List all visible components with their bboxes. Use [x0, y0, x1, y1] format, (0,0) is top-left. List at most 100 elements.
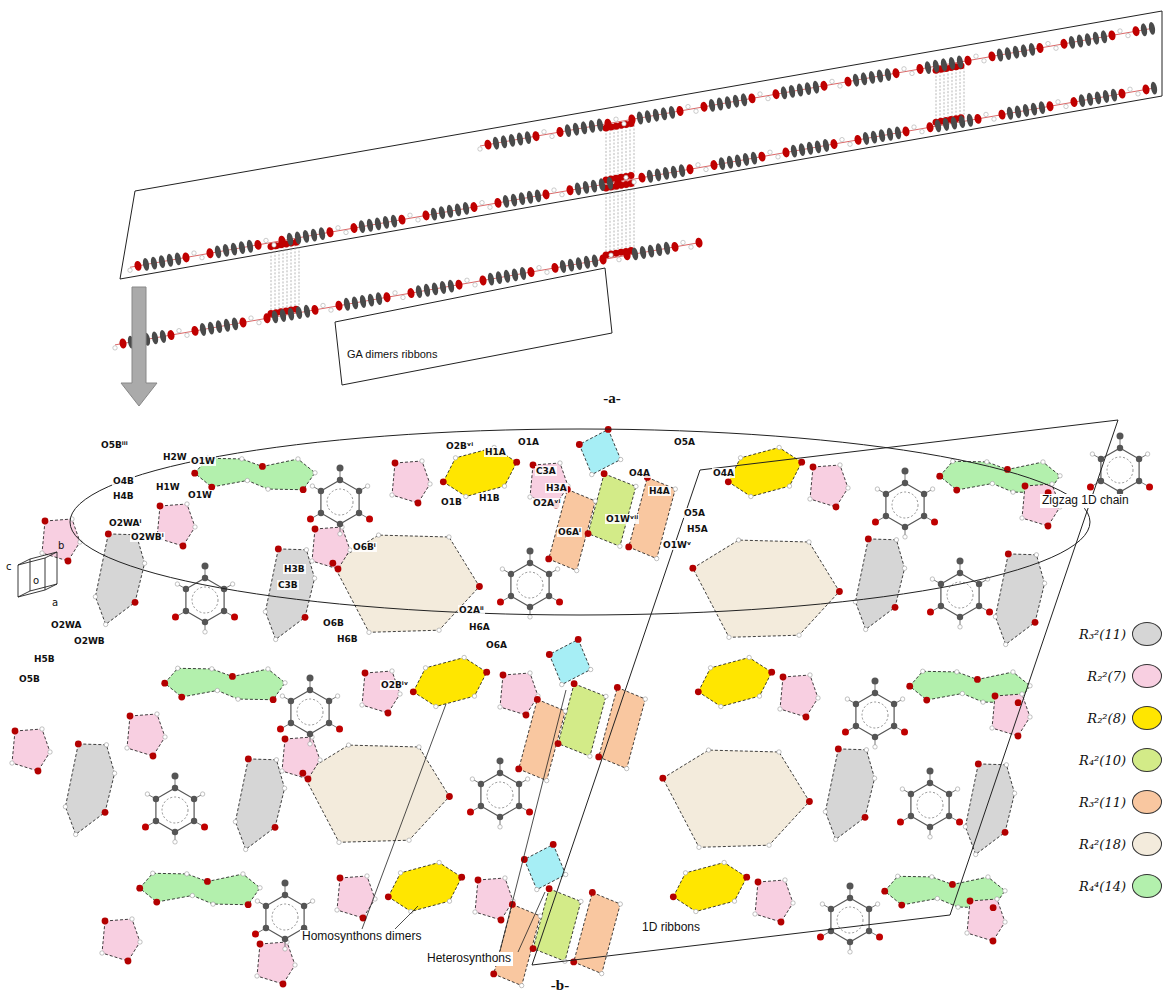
oxygen-atom — [556, 599, 563, 606]
carbon-atom — [646, 169, 654, 183]
hydrogen-bond-network — [10, 420, 1153, 988]
hydrogen-atom — [614, 117, 618, 121]
oxygen-atom — [1005, 551, 1012, 558]
carbon-atom — [596, 118, 604, 132]
hydrogen-atom — [956, 905, 960, 909]
hydrogen-atom — [335, 694, 339, 698]
carbon-atom — [183, 608, 189, 614]
aromatic-circle — [297, 699, 323, 725]
hydrogen-atom — [155, 712, 159, 716]
carbon-atom — [302, 230, 310, 244]
hydrogen-atom — [808, 673, 812, 677]
carbon-atom — [497, 814, 503, 820]
carbon-atom — [527, 560, 533, 566]
carbon-atom — [294, 231, 302, 245]
carbon-atom — [806, 141, 814, 155]
heterosynthon-ring — [519, 699, 566, 780]
ring-motif-pink — [312, 527, 350, 569]
carbon-atom — [546, 593, 552, 599]
hydrogen-bond — [618, 188, 619, 251]
atom-label: O2Aⁱⁱ — [458, 605, 485, 615]
oxygen-atom — [178, 694, 185, 701]
oxygen-atom — [490, 971, 497, 978]
hydrogen-atom — [1136, 92, 1140, 96]
carbon-atom — [591, 254, 599, 268]
oxygen-atom — [835, 746, 842, 753]
hydrogen-atom — [778, 707, 782, 711]
carbon-atom — [588, 119, 596, 133]
carbon-atom — [508, 133, 516, 147]
oxygen-atom — [898, 902, 905, 909]
carbon-atom — [303, 304, 311, 318]
atom-label: O2WAⁱ — [108, 518, 142, 528]
hydrogen-atom — [535, 887, 539, 891]
hydrogen-atom — [138, 940, 142, 944]
oxygen-atom — [398, 214, 407, 225]
hydrogen-atom — [955, 670, 959, 674]
oxygen-atom — [180, 543, 187, 550]
hydrogen-atom — [338, 532, 342, 536]
atom-label: O1A — [517, 437, 540, 447]
carboxyl-carbon — [307, 674, 314, 681]
hydrogen-atom — [985, 460, 989, 464]
carboxyl-carbon — [847, 882, 854, 889]
ring-motif-pink — [362, 671, 400, 713]
hydrogen-atom — [335, 908, 339, 912]
carbon-atom — [883, 491, 889, 497]
oxygen-atom — [820, 80, 829, 91]
oxygen-atom — [916, 63, 925, 74]
oxygen-atom — [329, 560, 336, 567]
oxygen-atom — [566, 185, 575, 196]
carbon-atom — [159, 330, 167, 344]
carbon-atom — [222, 244, 230, 258]
carbon-atom — [708, 98, 716, 112]
oxygen-atom — [743, 874, 750, 881]
oxygen-atom — [455, 279, 464, 290]
hydrogen-atom — [808, 497, 812, 501]
oxygen-atom — [798, 459, 805, 466]
oxygen-atom — [892, 68, 901, 79]
carbon-atom — [508, 571, 514, 577]
carbon-atom — [726, 155, 734, 169]
aromatic-circle — [272, 904, 298, 930]
carbon-atom — [908, 791, 914, 797]
hydrogen-atom — [125, 746, 129, 750]
hydrogen-atom — [185, 502, 189, 506]
carbon-atom — [718, 157, 726, 171]
hydrogen-atom — [900, 697, 904, 701]
hydrogen-atom — [590, 472, 594, 476]
carbon-atom — [282, 936, 288, 942]
benzene-ring — [856, 693, 894, 737]
hydrogen-atom — [617, 257, 621, 261]
hydrogen-atom — [283, 947, 287, 951]
hydrogen-atom — [896, 874, 900, 878]
oxygen-atom — [278, 235, 287, 246]
carbon-atom — [1068, 35, 1076, 49]
oxygen-atom — [239, 317, 248, 328]
oxygen-atom — [385, 710, 392, 717]
oxygen-atom — [1060, 38, 1069, 49]
oxygen-atom — [949, 881, 956, 888]
hydrogen-bond — [610, 129, 611, 177]
oxygen-atom — [990, 904, 997, 911]
hydrogen-atom — [758, 92, 762, 96]
hydrogen-atom — [838, 463, 842, 467]
hydrogen-atom — [266, 487, 270, 491]
carbon-atom — [852, 73, 860, 87]
hydrogen-atom — [465, 278, 469, 282]
carbon-atom — [891, 701, 897, 707]
carbon-atom — [492, 136, 500, 150]
oxygen-atom — [571, 680, 578, 687]
aromatic-circle — [327, 489, 353, 515]
oxygen-atom — [282, 736, 289, 743]
benzene-ring — [321, 480, 359, 524]
oxygen-atom — [830, 139, 839, 150]
atom-label: O1Wᵛ — [662, 540, 692, 550]
hydrogen-atom — [245, 478, 249, 482]
benzene-ring — [266, 895, 304, 939]
hydrogen-bond — [964, 67, 965, 115]
oxygen-atom — [440, 478, 447, 485]
oxygen-atom — [974, 113, 983, 124]
carbon-atom — [724, 96, 732, 110]
oxygen-atom — [458, 874, 465, 881]
